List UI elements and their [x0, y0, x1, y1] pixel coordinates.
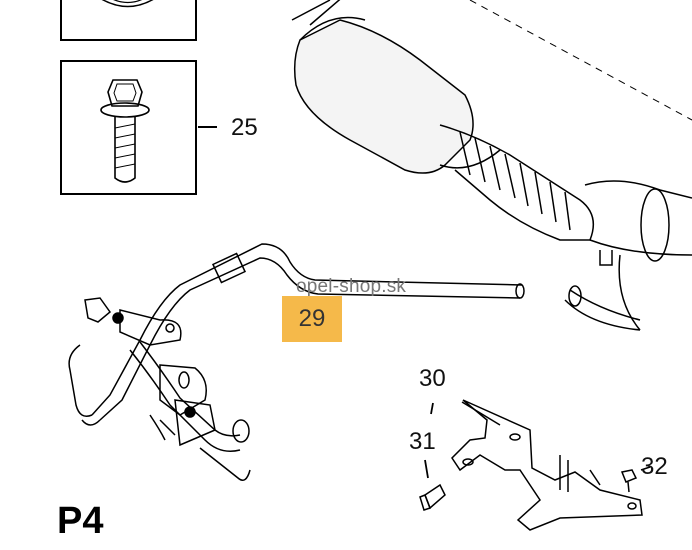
page-code: P4 [57, 500, 104, 542]
watermark: opel-shop.sk [296, 276, 407, 297]
callout-25: 25 [231, 114, 258, 141]
callout-29-label: 29 [298, 305, 326, 332]
exhaust-assembly [291, 0, 692, 331]
sensor-31 [419, 402, 446, 511]
callout-31: 31 [409, 428, 436, 455]
detail-box-top [60, 0, 197, 41]
detail-box-bolt [60, 60, 217, 195]
pipe-29 [68, 243, 525, 481]
bolt-32 [620, 466, 651, 493]
callout-32: 32 [641, 453, 668, 480]
callout-29[interactable]: 29 [282, 296, 342, 342]
callout-30: 30 [419, 365, 446, 392]
bracket-30 [451, 399, 643, 531]
